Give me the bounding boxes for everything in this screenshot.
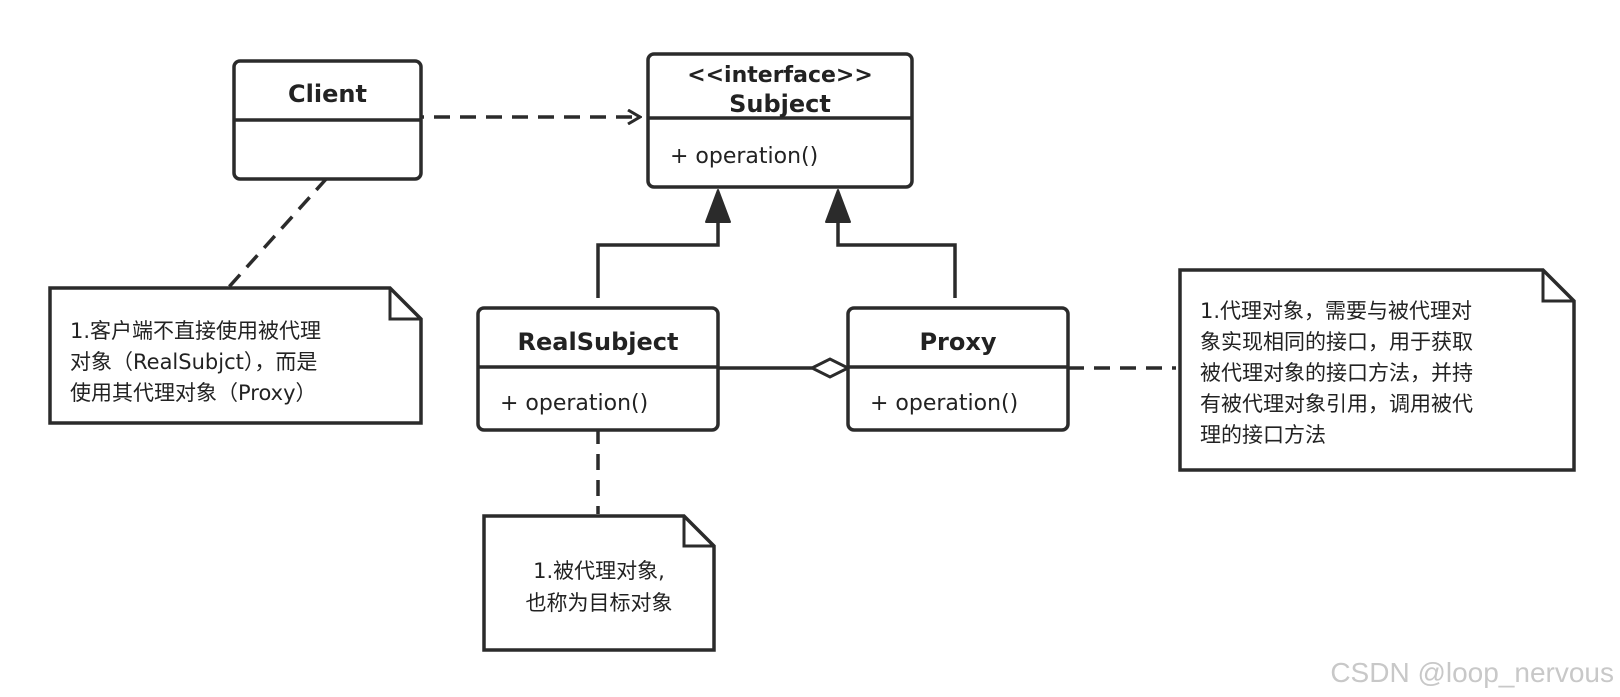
watermark-text: CSDN @loop_nervous: [1330, 657, 1614, 688]
client-class[interactable]: Client: [232, 59, 423, 181]
proxy-note-line-3: 被代理对象的接口方法，并持: [1200, 361, 1473, 385]
realsubject-note-line-1: 1.被代理对象,: [533, 559, 665, 583]
realsubject-note-line-2: 也称为目标对象: [526, 591, 673, 615]
realsubject-operation: + operation(): [500, 391, 648, 416]
proxy-operation: + operation(): [870, 391, 1018, 416]
realsubject-realization-arrowhead: [705, 189, 731, 223]
proxy-note-line-2: 象实现相同的接口，用于获取: [1200, 330, 1473, 354]
proxy-note[interactable]: 1.代理对象，需要与被代理对 象实现相同的接口，用于获取 被代理对象的接口方法，…: [1178, 268, 1576, 472]
subject-operation: + operation(): [670, 144, 818, 169]
connectors: [226, 117, 1176, 514]
client-note-line-1: 1.客户端不直接使用被代理: [70, 319, 321, 343]
aggregation-diamond-icon: [808, 357, 852, 379]
realsubject-class[interactable]: RealSubject + operation(): [476, 306, 720, 432]
subject-interface[interactable]: <<interface>> Subject + operation(): [646, 52, 914, 189]
realsubject-class-name: RealSubject: [518, 328, 679, 356]
realsubject-note[interactable]: 1.被代理对象, 也称为目标对象: [482, 514, 716, 652]
client-note-line-3: 使用其代理对象（Proxy）: [70, 381, 317, 405]
proxy-class-name: Proxy: [919, 328, 996, 356]
proxy-realization-line: [836, 222, 957, 298]
subject-class-name: Subject: [729, 90, 831, 118]
client-note-line-2: 对象（RealSubjct），而是: [70, 350, 317, 374]
proxy-class[interactable]: Proxy + operation(): [846, 306, 1070, 432]
client-note[interactable]: 1.客户端不直接使用被代理 对象（RealSubjct），而是 使用其代理对象（…: [48, 286, 423, 425]
proxy-realization-arrowhead: [825, 189, 851, 223]
proxy-note-line-4: 有被代理对象引用，调用被代: [1200, 392, 1473, 416]
proxy-note-line-1: 1.代理对象，需要与被代理对: [1200, 299, 1472, 323]
proxy-note-line-5: 理的接口方法: [1200, 423, 1326, 447]
client-class-name: Client: [288, 80, 367, 108]
client-note-connector: [226, 176, 329, 290]
subject-stereotype: <<interface>>: [687, 63, 873, 88]
realsubject-realization-line: [596, 222, 720, 298]
